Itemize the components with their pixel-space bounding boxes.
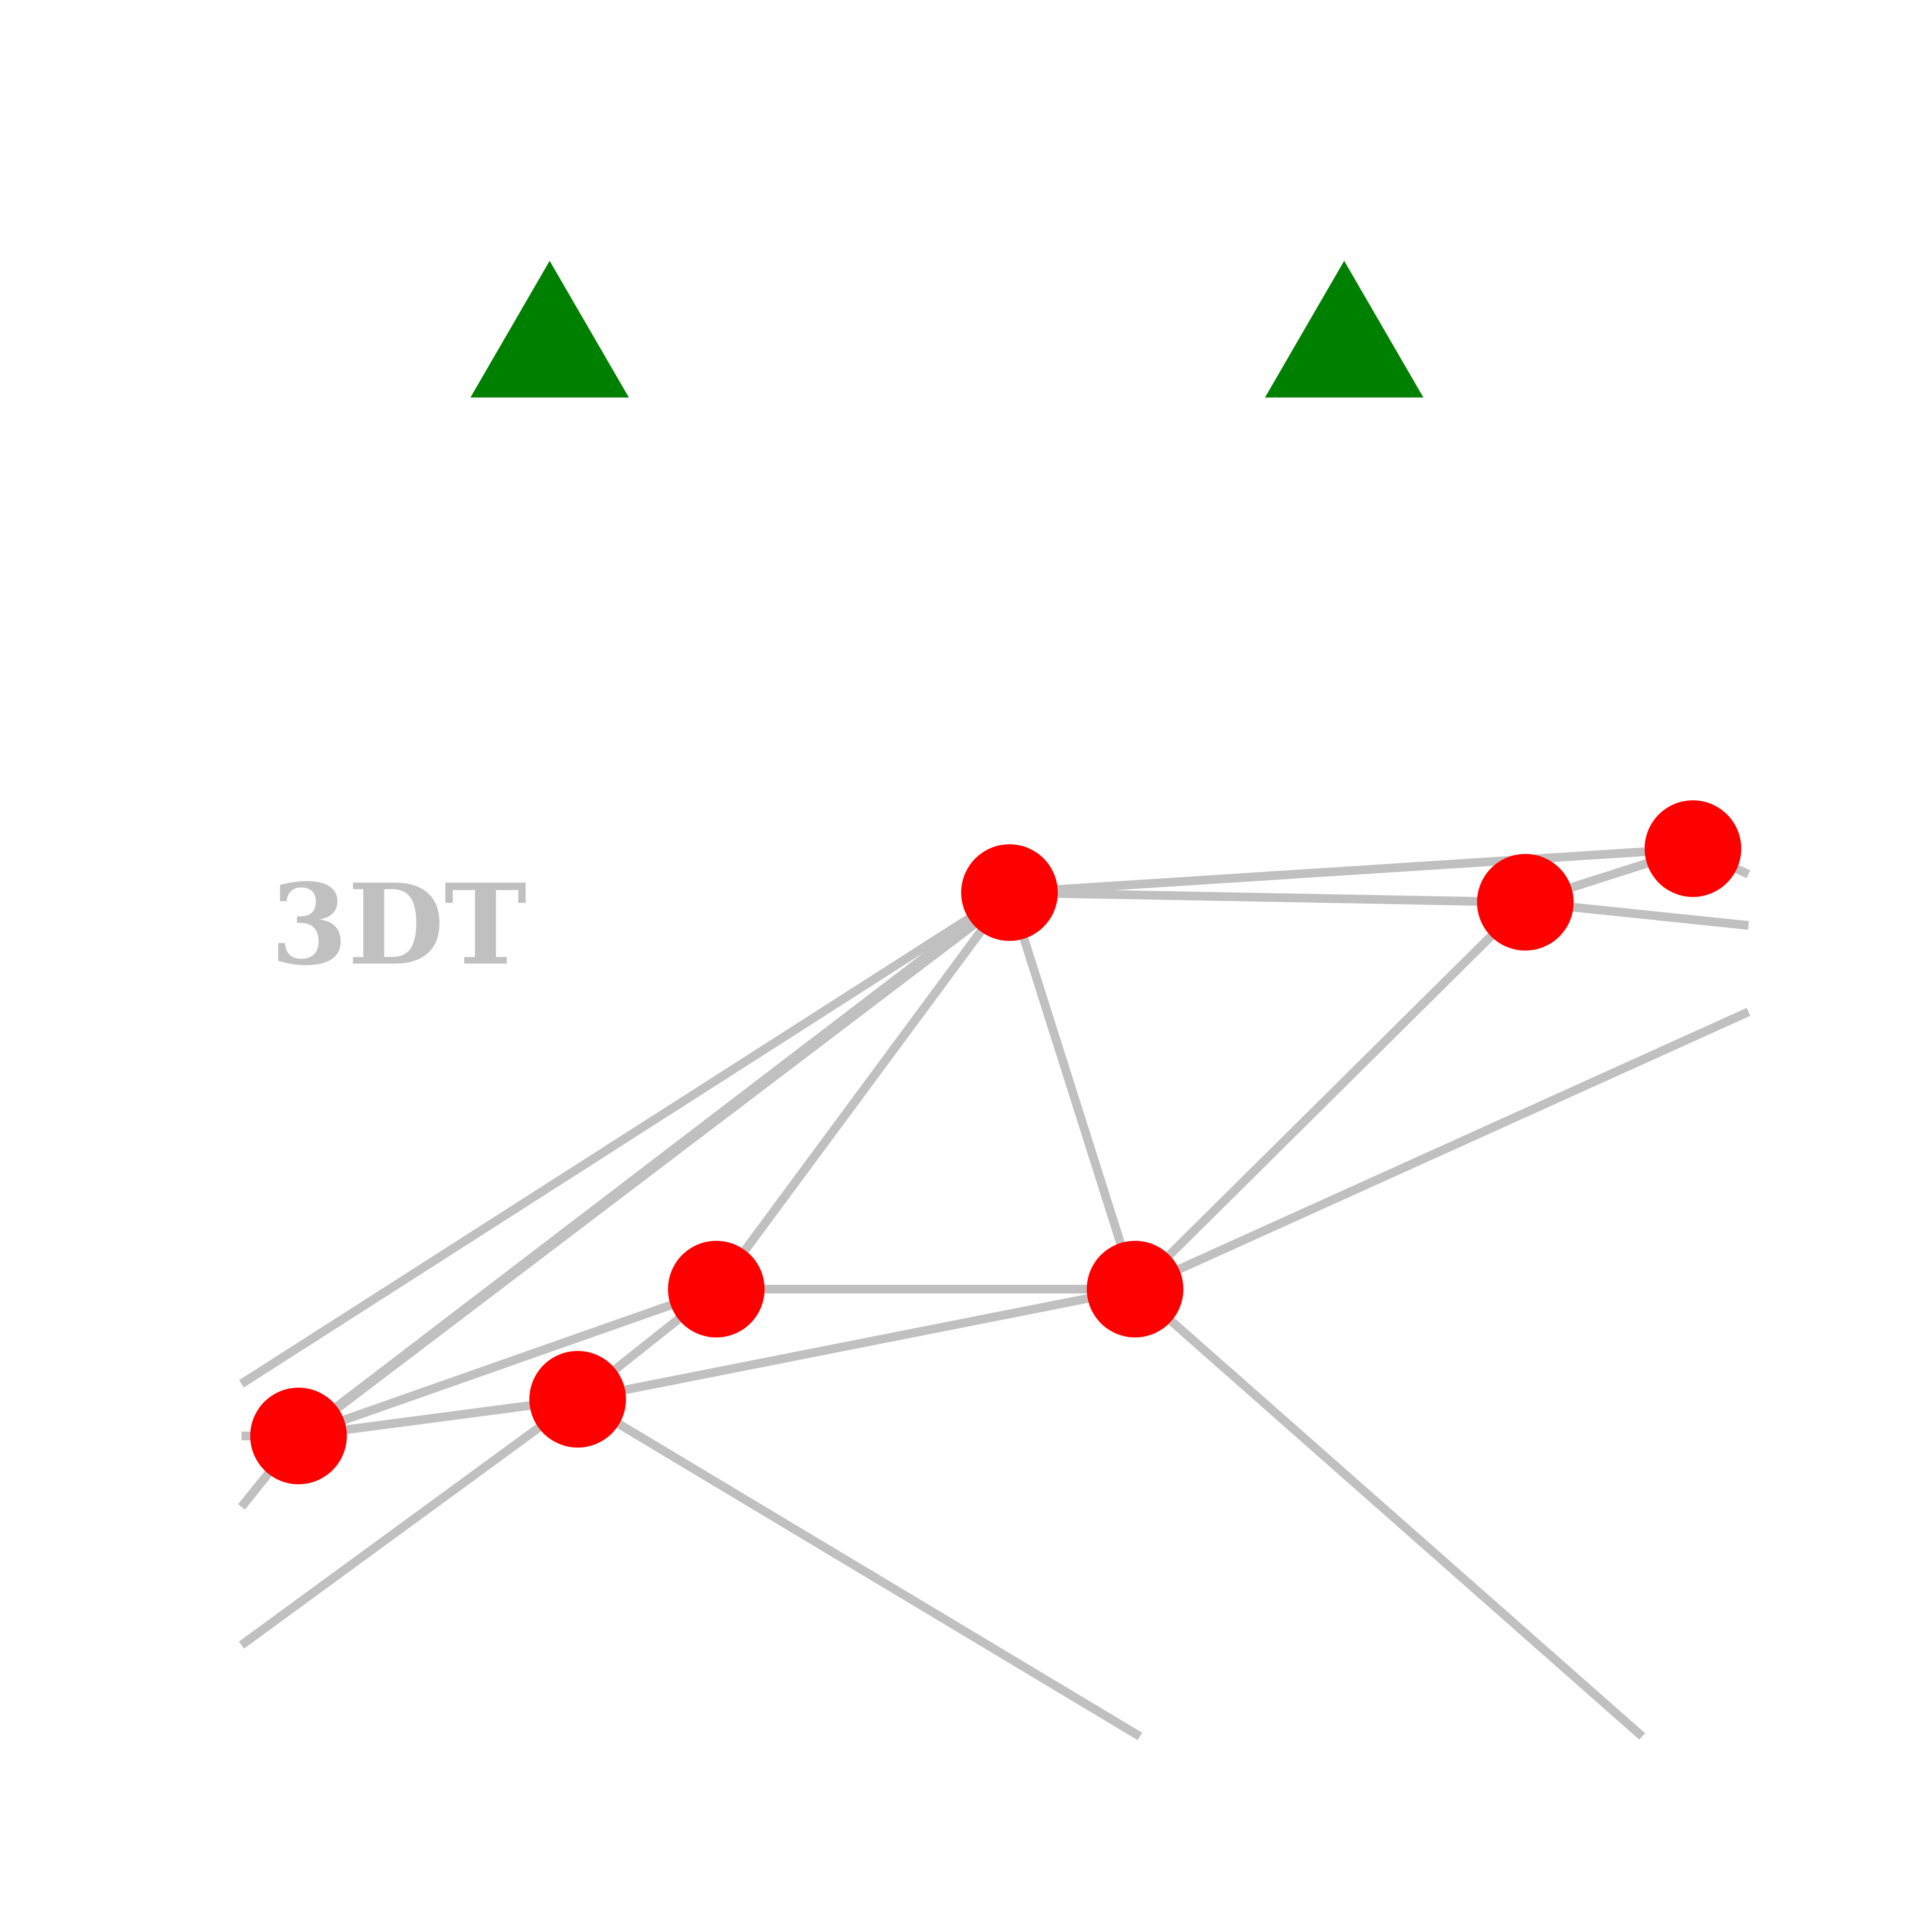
edge-line-offcanvas <box>1133 1008 1750 1293</box>
marker-layer <box>470 261 1423 398</box>
edge-line <box>306 899 1005 1434</box>
diagram-label: 3DT <box>270 860 527 990</box>
edge-line <box>1132 899 1529 1293</box>
node-layer <box>250 800 1741 1484</box>
graph-node <box>1477 854 1574 951</box>
graph-node <box>961 844 1058 941</box>
triangle-marker-icon <box>470 261 629 398</box>
graph-node <box>529 1351 626 1448</box>
graph-node <box>1087 1241 1183 1337</box>
edge-line-offcanvas <box>239 1395 581 1649</box>
graph-node <box>668 1241 765 1337</box>
edge-line-offcanvas <box>575 1395 1142 1740</box>
edge-line <box>712 890 1013 1292</box>
edge-line <box>577 1285 1136 1404</box>
edge-line-offcanvas <box>1132 1286 1645 1740</box>
edge-line-offcanvas <box>239 889 1012 1388</box>
edge-line <box>1005 891 1139 1291</box>
graph-node <box>1645 800 1741 897</box>
edge-line <box>297 1285 718 1440</box>
edge-line <box>1009 888 1526 907</box>
graph-node <box>250 1388 347 1484</box>
triangle-marker-icon <box>1265 261 1423 398</box>
edge-line <box>1009 844 1693 897</box>
